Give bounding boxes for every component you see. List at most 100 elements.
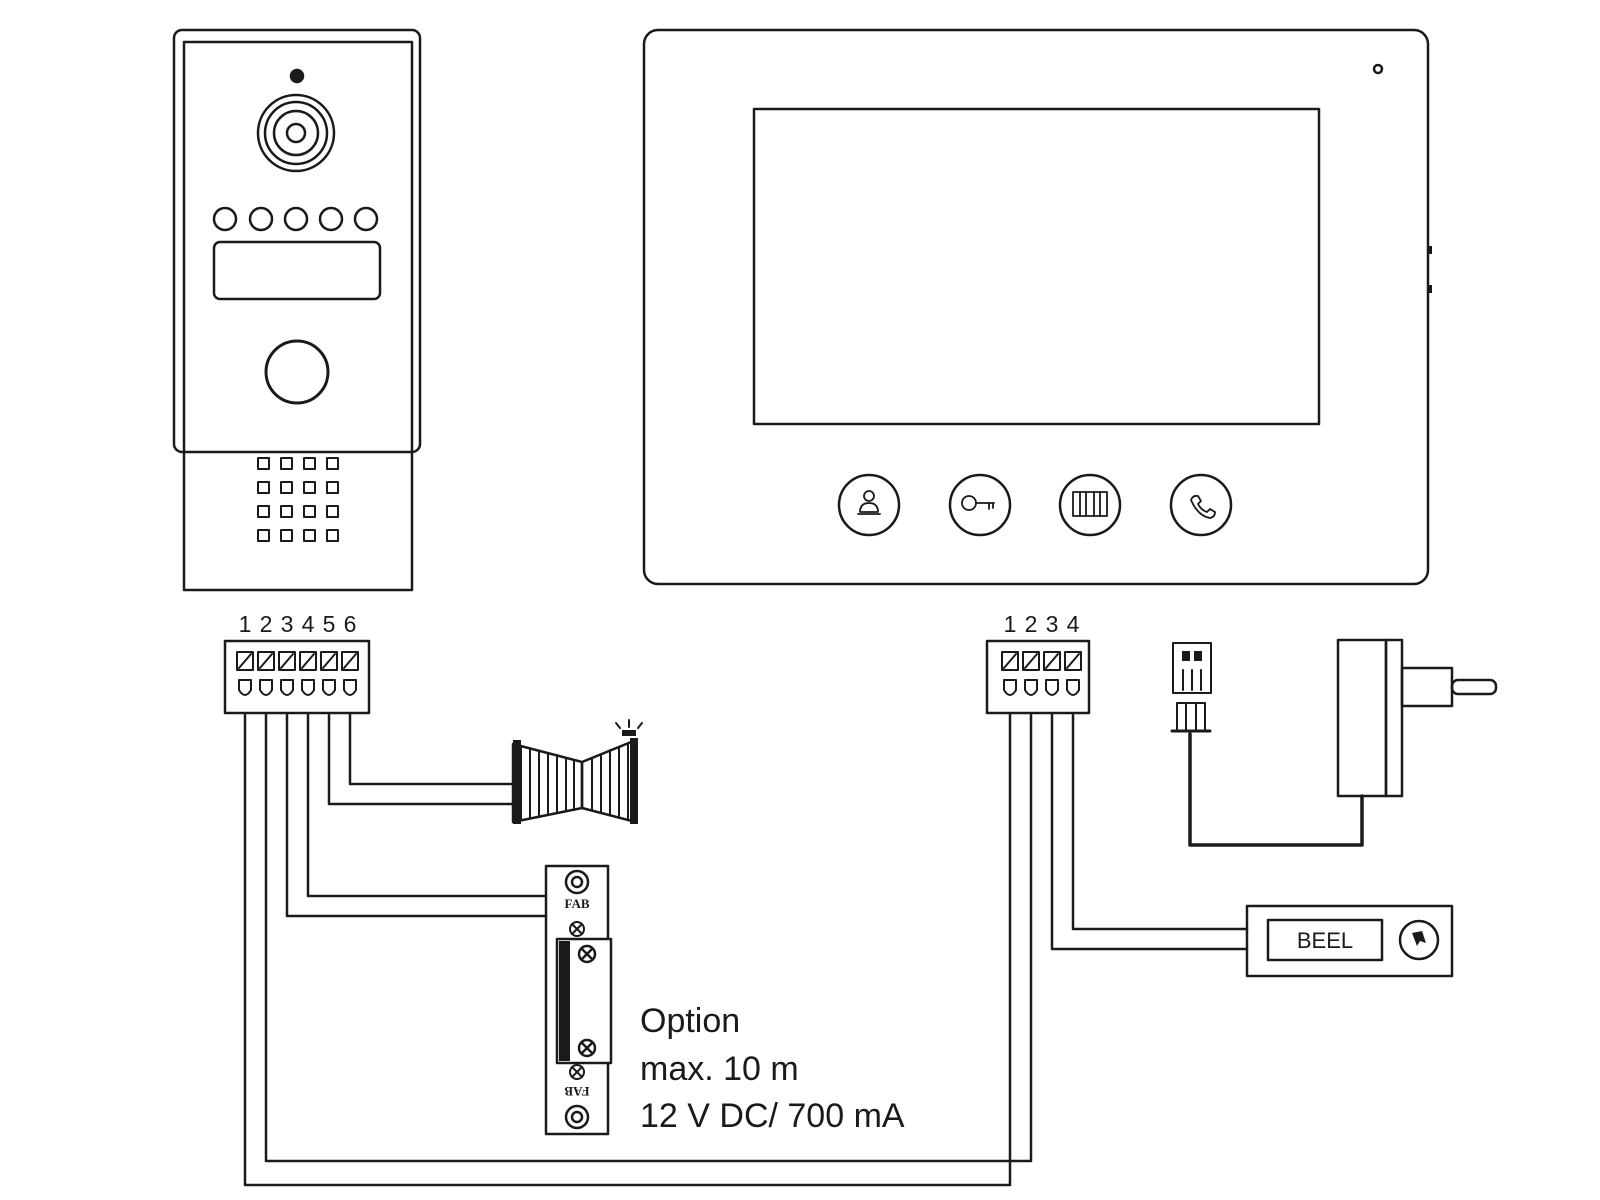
terminal-screw xyxy=(1043,651,1061,671)
wires xyxy=(243,713,1249,1187)
speaker-hole xyxy=(326,481,339,494)
wire-ds6-gate xyxy=(348,713,515,786)
wire-ds5-gate xyxy=(327,713,515,806)
key-icon xyxy=(961,495,995,511)
power-cable xyxy=(1188,732,1364,847)
wire-ds1-mon1 xyxy=(243,713,1012,1187)
gate-icon xyxy=(1072,491,1108,517)
door-station-backplate xyxy=(172,28,422,454)
note-power: 12 V DC/ 700 mA xyxy=(640,1097,905,1135)
terminal-number: 2 xyxy=(260,611,273,637)
terminal-screw xyxy=(236,651,254,671)
terminal-screw xyxy=(1001,651,1019,671)
terminal-number: 2 xyxy=(1025,611,1038,637)
speaker-hole xyxy=(280,457,293,470)
speaker-hole xyxy=(257,505,270,518)
terminal-clamp xyxy=(1045,679,1059,696)
monitor-side-button-2[interactable] xyxy=(1428,285,1432,293)
camera-icon xyxy=(256,93,336,173)
door-station-led xyxy=(289,68,305,84)
lock-brand-top: FAB xyxy=(564,896,589,911)
door-station-panel xyxy=(182,40,414,592)
terminal-screw-slot xyxy=(322,653,336,669)
terminal-screw xyxy=(299,651,317,671)
terminal-screw-slot xyxy=(1024,653,1038,669)
terminal-screw-slot xyxy=(259,653,273,669)
handset-icon xyxy=(1190,494,1216,519)
speaker-hole xyxy=(326,505,339,518)
terminal-number: 4 xyxy=(302,611,315,637)
speaker-hole xyxy=(280,505,293,518)
monitor-screen xyxy=(752,107,1321,426)
terminal-number: 3 xyxy=(281,611,294,637)
monitor-housing xyxy=(642,28,1430,586)
speaker-hole xyxy=(303,481,316,494)
terminal-clamp xyxy=(1024,679,1038,696)
terminal-screw-slot xyxy=(1003,653,1017,669)
terminal-number: 5 xyxy=(323,611,336,637)
terminal-number: 1 xyxy=(1004,611,1017,637)
terminal-screw xyxy=(278,651,296,671)
speaker-hole xyxy=(326,529,339,542)
note-option: Option xyxy=(640,1002,740,1040)
bell-push-button[interactable] xyxy=(1398,919,1440,961)
wire-mon3-bell xyxy=(1050,713,1249,951)
terminal-screw-slot xyxy=(343,653,357,669)
wire-mon4-bell xyxy=(1071,713,1249,931)
terminal-screw xyxy=(320,651,338,671)
monitor-side-button[interactable] xyxy=(1428,246,1432,254)
name-plate xyxy=(212,240,382,301)
warning-light-icon xyxy=(615,719,643,736)
terminal-screw xyxy=(1064,651,1082,671)
terminal-number: 6 xyxy=(344,611,357,637)
terminal-screw xyxy=(341,651,359,671)
wire-ds3-lock xyxy=(285,713,548,918)
gate-opener xyxy=(511,719,643,824)
bell-label: BEEL xyxy=(1297,928,1353,953)
terminal-clamp xyxy=(1003,679,1017,696)
terminal-clamp xyxy=(343,679,357,696)
monitor-button-unlock[interactable] xyxy=(948,473,1012,537)
speaker-hole xyxy=(257,481,270,494)
terminal-screw xyxy=(1022,651,1040,671)
note-distance: max. 10 m xyxy=(640,1050,799,1088)
ir-led-row xyxy=(212,206,379,232)
monitor xyxy=(642,28,1432,586)
speaker-hole xyxy=(257,457,270,470)
terminal-number: 1 xyxy=(239,611,252,637)
terminal-screw-slot xyxy=(238,653,252,669)
speaker-hole xyxy=(257,529,270,542)
terminal-screw-slot xyxy=(1045,653,1059,669)
terminal-number: 3 xyxy=(1046,611,1059,637)
speaker-hole xyxy=(303,505,316,518)
terminal-number: 4 xyxy=(1067,611,1080,637)
terminal-clamp xyxy=(1066,679,1080,696)
monitor-button-talk[interactable] xyxy=(1169,473,1233,537)
bell-icon xyxy=(1412,931,1426,946)
monitor-button-gate[interactable] xyxy=(1058,473,1122,537)
dc-connector-icon xyxy=(1170,642,1212,733)
door-lock xyxy=(544,864,613,1136)
bell-button xyxy=(1245,904,1454,978)
speaker-hole xyxy=(303,457,316,470)
terminal-clamp xyxy=(238,679,252,696)
monitor-microphone xyxy=(1372,63,1384,75)
speaker-hole xyxy=(326,457,339,470)
terminal-clamp xyxy=(322,679,336,696)
terminal-clamp xyxy=(280,679,294,696)
terminal-screw-slot xyxy=(280,653,294,669)
terminal-clamp xyxy=(259,679,273,696)
monitor-button-monitor[interactable] xyxy=(837,473,901,537)
speaker-grille xyxy=(257,457,339,542)
power-supply xyxy=(1170,638,1498,847)
speaker-hole xyxy=(280,529,293,542)
screw-icon xyxy=(569,921,585,1080)
speaker-hole xyxy=(303,529,316,542)
person-icon xyxy=(857,490,881,515)
door-station-terminal-block xyxy=(223,639,371,715)
terminal-clamp xyxy=(301,679,315,696)
call-button[interactable] xyxy=(264,339,330,405)
